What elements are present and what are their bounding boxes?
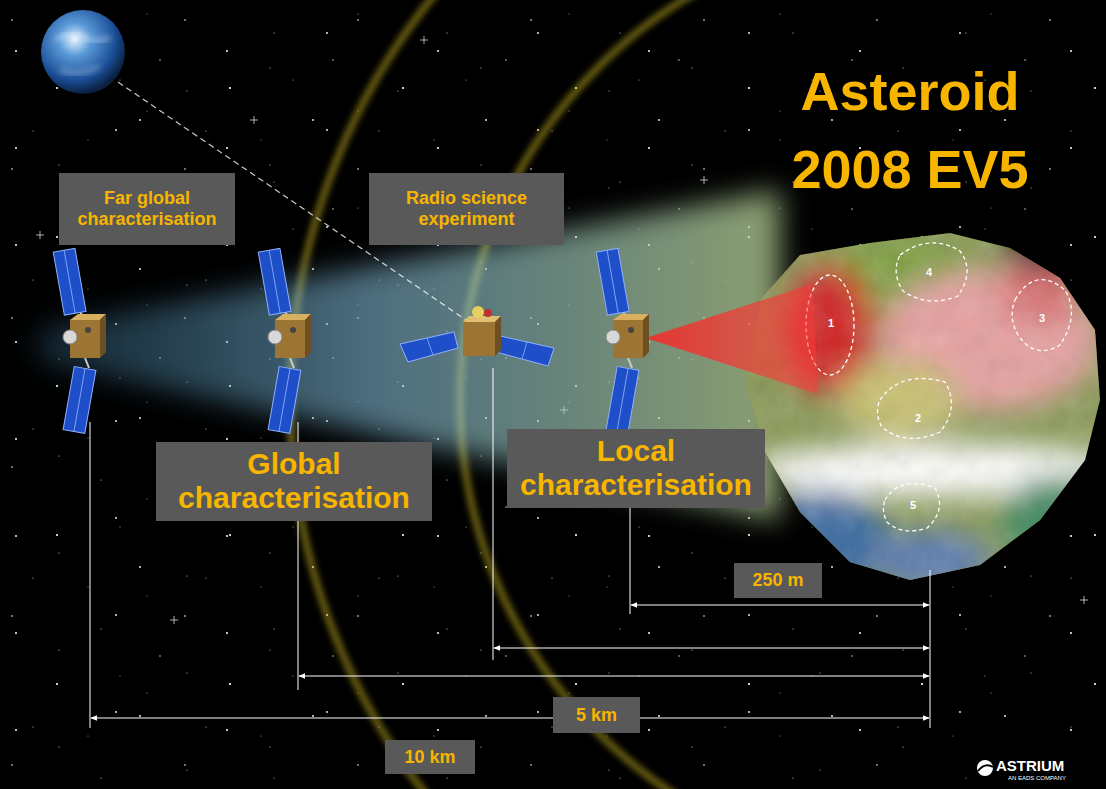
phase-box: Local characterisation (507, 429, 765, 508)
earth-clouds (55, 34, 110, 41)
spacecraft (53, 248, 106, 433)
box-label: Far global characterisation (67, 188, 227, 229)
region-outlines (806, 243, 1071, 531)
earth (41, 10, 125, 94)
spacecraft (596, 248, 649, 433)
asteroid (740, 220, 1106, 590)
spacecraft (258, 248, 311, 433)
asteroid-surface (740, 230, 1106, 590)
diagram-title: Asteroid 2008 EV5 (765, 52, 1055, 208)
box-label: Global characterisation (164, 447, 424, 516)
box-label: Radio science experiment (377, 188, 556, 229)
callout-number: 2 (915, 412, 921, 424)
dimension-box: 5 km (553, 697, 640, 733)
astrium-logo (977, 760, 993, 776)
callout-number: 4 (926, 266, 932, 278)
callout-number: 3 (1039, 312, 1045, 324)
earth-clouds (60, 66, 100, 73)
dimension-lines (90, 368, 930, 728)
box-label: 250 m (752, 570, 803, 591)
company-logo-text: ASTRIUM (996, 757, 1064, 774)
phase-box: Radio science experiment (369, 173, 564, 245)
box-label: 5 km (576, 705, 617, 726)
dimension-box: 10 km (385, 740, 475, 774)
callout-number: 1 (828, 317, 834, 329)
asteroid-texture (740, 230, 1106, 590)
laser-cone (646, 284, 818, 394)
callout-number: 5 (910, 499, 916, 511)
box-label: Local characterisation (515, 434, 757, 503)
box-label: 10 km (404, 747, 455, 768)
dimension-box: 250 m (734, 563, 822, 598)
phase-box: Far global characterisation (59, 173, 235, 245)
company-tagline: AN EADS COMPANY (1008, 775, 1066, 781)
spacecraft (400, 306, 554, 366)
phase-box: Global characterisation (156, 442, 432, 521)
earth-globe (41, 10, 125, 94)
